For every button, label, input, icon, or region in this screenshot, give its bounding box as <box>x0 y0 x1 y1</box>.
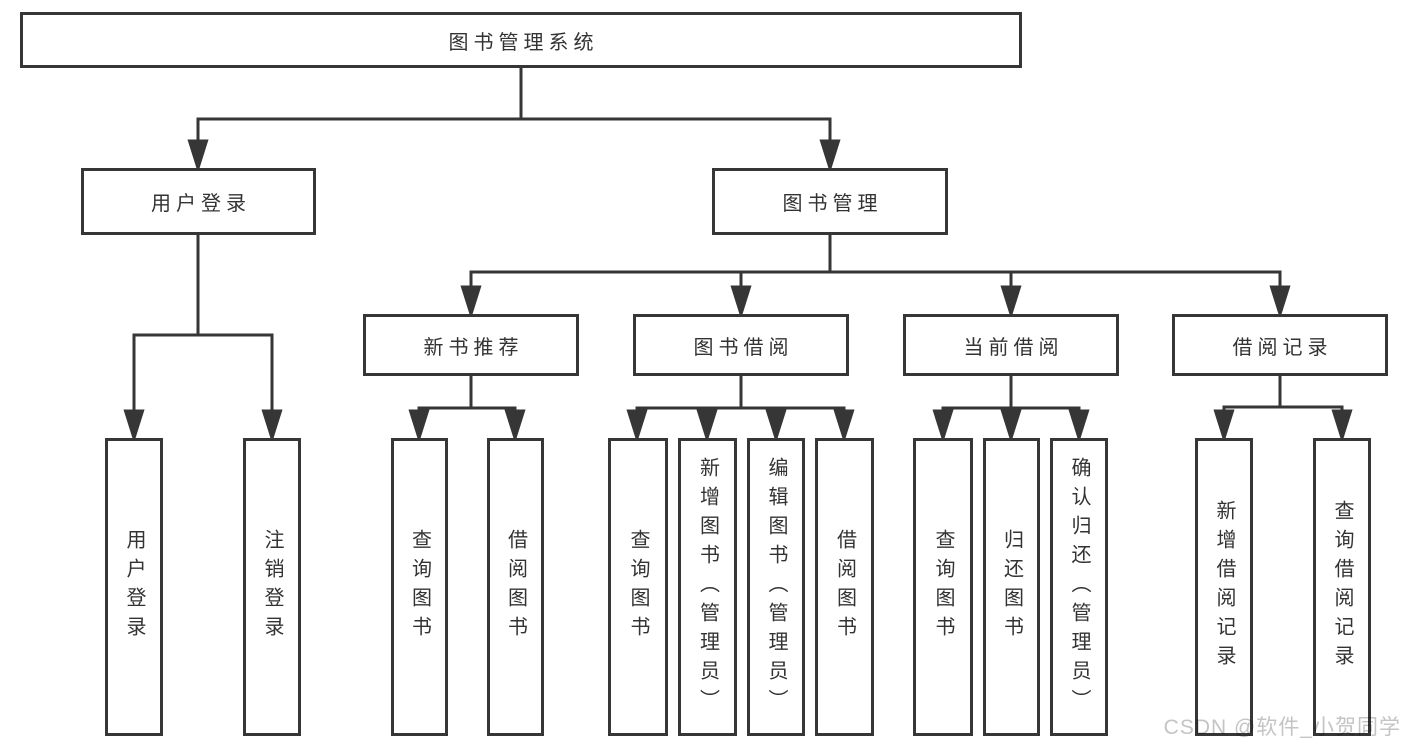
node-book-mgmt: 图书管理 <box>712 168 948 235</box>
connector-root-to-branches <box>187 64 841 173</box>
connector-current-borrow-to-leaves <box>932 372 1090 443</box>
leaf-bb-query-books-label: 查询图书 <box>627 529 649 645</box>
leaf-cb-return-books-label: 归还图书 <box>1000 529 1023 645</box>
leaf-br-query-record: 查询借阅记录 <box>1313 438 1371 736</box>
node-book-borrow: 图书借阅 <box>633 314 849 376</box>
leaf-br-add-record: 新增借阅记录 <box>1195 438 1253 736</box>
node-root: 图书管理系统 <box>20 12 1022 68</box>
leaf-nb-query-books-label: 查询图书 <box>408 529 431 645</box>
node-borrow-records: 借阅记录 <box>1172 314 1388 376</box>
leaf-nb-borrow-books: 借阅图书 <box>487 438 544 736</box>
leaf-cb-query-books-label: 查询图书 <box>932 529 954 645</box>
node-current-borrow: 当前借阅 <box>903 314 1119 376</box>
leaf-cb-confirm-return-admin-label: 确认归还（管理员） <box>1068 456 1090 718</box>
leaf-bb-borrow-books-label: 借阅图书 <box>833 529 856 645</box>
leaf-bb-borrow-books: 借阅图书 <box>815 438 874 736</box>
connector-borrow-records-to-leaves <box>1213 372 1353 443</box>
csdn-watermark: CSDN @软件_小贺同学 <box>1163 716 1401 739</box>
leaf-bb-query-books: 查询图书 <box>608 438 668 736</box>
node-borrow-records-label: 借阅记录 <box>1232 336 1333 359</box>
connector-book-borrow-to-leaves <box>626 372 855 443</box>
leaf-cb-return-books: 归还图书 <box>983 438 1040 736</box>
connector-book-mgmt-to-sections <box>460 231 1291 319</box>
node-user-login-label: 用户登录 <box>151 193 251 215</box>
connector-user-login-to-leaves <box>123 231 283 443</box>
leaf-user-login: 用户登录 <box>105 438 163 736</box>
leaf-bb-edit-books-admin-label: 编辑图书（管理员） <box>765 456 787 718</box>
node-book-mgmt-label: 图书管理 <box>782 193 883 215</box>
leaf-br-add-record-label: 新增借阅记录 <box>1213 500 1235 674</box>
leaf-bb-add-books-admin-label: 新增图书（管理员） <box>696 456 719 718</box>
node-book-borrow-label: 图书借阅 <box>693 336 794 359</box>
leaf-logout-label: 注销登录 <box>261 529 283 645</box>
node-new-book-recommend-label: 新书推荐 <box>423 336 524 359</box>
leaf-nb-query-books: 查询图书 <box>391 438 448 736</box>
node-root-label: 图书管理系统 <box>448 31 599 54</box>
leaf-user-login-label: 用户登录 <box>123 529 145 645</box>
leaf-logout: 注销登录 <box>243 438 301 736</box>
leaf-cb-confirm-return-admin: 确认归还（管理员） <box>1050 438 1108 736</box>
node-new-book-recommend: 新书推荐 <box>363 314 579 376</box>
leaf-br-query-record-label: 查询借阅记录 <box>1331 500 1353 674</box>
leaf-cb-query-books: 查询图书 <box>913 438 973 736</box>
node-user-login: 用户登录 <box>81 168 316 235</box>
leaf-nb-borrow-books-label: 借阅图书 <box>504 529 527 645</box>
connector-new-book-to-leaves <box>408 372 526 443</box>
leaf-bb-add-books-admin: 新增图书（管理员） <box>678 438 737 736</box>
leaf-bb-edit-books-admin: 编辑图书（管理员） <box>747 438 805 736</box>
node-current-borrow-label: 当前借阅 <box>963 336 1064 359</box>
